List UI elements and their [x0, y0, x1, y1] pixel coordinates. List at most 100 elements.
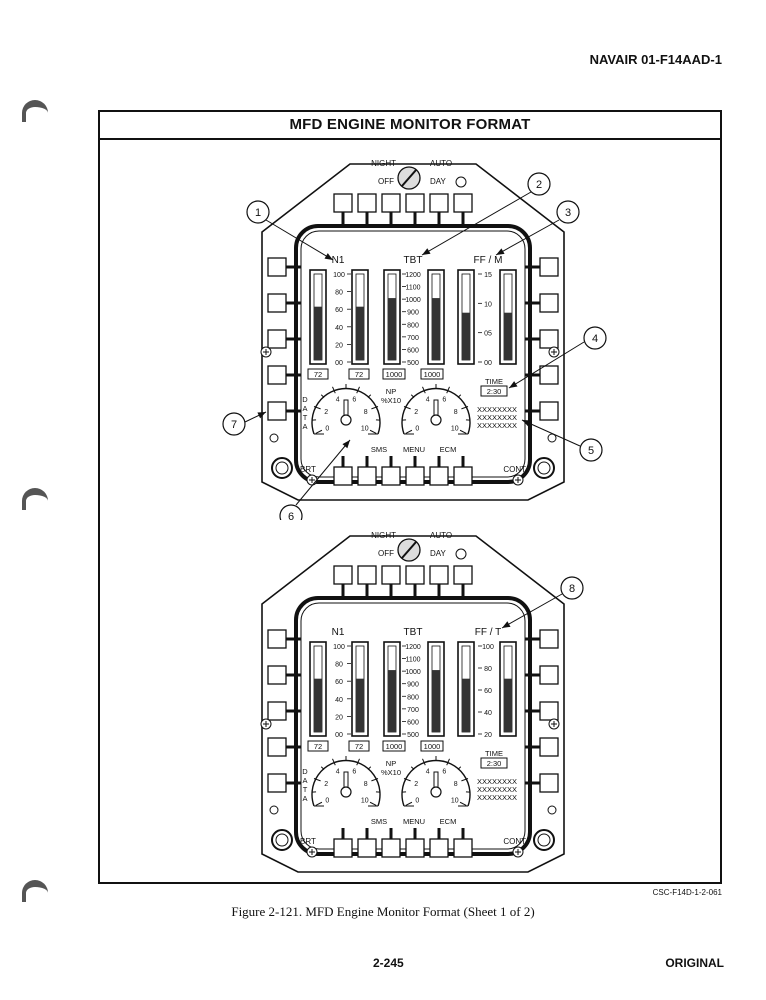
message-line: XXXXXXXX: [477, 777, 517, 786]
left-np-gauge-tick: [315, 429, 323, 434]
indicator-lamp-icon: [547, 433, 557, 443]
time-value: 2:30: [487, 759, 502, 768]
knob-pointer: [401, 169, 417, 187]
left-np-gauge-tick-label: 8: [364, 781, 368, 788]
data-label-letter: A: [302, 776, 307, 785]
callout-number-8: 8: [569, 583, 575, 595]
right-np-gauge-tick-label: 6: [442, 397, 446, 404]
brightness-knob-icon: [271, 829, 293, 851]
right-np-gauge-tick-label: 8: [454, 781, 458, 788]
scale-label: 60: [484, 688, 492, 695]
left-pushbutton: [267, 365, 287, 385]
left-np-gauge-tick: [356, 758, 360, 766]
callout-number-3: 3: [565, 207, 571, 219]
bottom-pushbutton: [429, 466, 449, 486]
sms-label: SMS: [371, 817, 387, 826]
left-np-gauge-tick-label: 6: [352, 769, 356, 776]
scale-label: 40: [335, 325, 343, 332]
time-value: 2:30: [487, 387, 502, 396]
ff-header: FF / M: [474, 255, 503, 266]
data-label-letter: T: [303, 413, 308, 422]
knob-inner: [537, 461, 551, 475]
bar-fill: [314, 306, 322, 360]
scale-label: 10: [484, 301, 492, 308]
left-np-gauge-tick: [367, 766, 372, 770]
knob-auto-label: AUTO: [430, 531, 452, 540]
right-np-gauge-tick: [457, 394, 462, 398]
top-pushbutton: [333, 193, 353, 213]
right-pushbutton: [539, 257, 559, 277]
n1-left-readout: 72: [314, 370, 322, 379]
callout-number-6: 6: [288, 511, 294, 520]
callout-number-4: 4: [592, 333, 598, 345]
data-label-letter: D: [302, 395, 308, 404]
right-pushbutton: [539, 293, 559, 313]
punch-hole-icon: [22, 100, 48, 122]
tbt-left-readout: 1000: [386, 370, 403, 379]
left-pushbutton: [267, 329, 287, 349]
right-np-gauge-tick: [403, 406, 411, 410]
punch-hole-icon: [22, 880, 48, 902]
np-label: NP: [386, 387, 396, 396]
scale-label: 600: [407, 347, 419, 354]
callout-3-leader: [495, 219, 560, 256]
brightness-knob-icon: [271, 457, 293, 479]
indicator-lamp-icon: [269, 433, 279, 443]
callout-number-7: 7: [231, 419, 237, 431]
light-sensor-icon: [455, 176, 467, 188]
callout-circle: [246, 200, 270, 224]
scale-label: 500: [407, 732, 419, 739]
cont-label: CONT: [503, 837, 526, 846]
bar-fill: [356, 678, 364, 732]
scale-label: 100: [333, 644, 345, 651]
right-np-gauge-tick: [446, 386, 450, 394]
right-np-gauge-tick: [422, 386, 426, 394]
top-pushbutton: [357, 193, 377, 213]
right-np-gauge-tick-label: 4: [426, 769, 430, 776]
callout-circle: [579, 438, 603, 462]
tbt-right-readout: 1000: [424, 742, 441, 751]
bar-fill: [356, 306, 364, 360]
message-line: XXXXXXXX: [477, 785, 517, 794]
callout-number-2: 2: [536, 179, 542, 191]
left-np-gauge-dial: [311, 759, 381, 807]
left-np-gauge-tick: [313, 778, 321, 782]
message-line: XXXXXXXX: [477, 421, 517, 430]
scale-label: 00: [484, 360, 492, 367]
brt-label: BRT: [300, 465, 316, 474]
left-np-gauge-tick: [315, 801, 323, 806]
scale-label: 1100: [405, 285, 420, 292]
right-np-gauge-tick: [405, 429, 413, 434]
scale-label: 1000: [405, 669, 421, 676]
bottom-pushbutton: [453, 838, 473, 858]
left-np-gauge-tick: [369, 801, 377, 806]
message-line: XXXXXXXX: [477, 405, 517, 414]
right-pushbutton: [539, 701, 559, 721]
data-label-letter: A: [302, 404, 307, 413]
left-np-gauge-tick: [371, 406, 379, 410]
menu-label: MENU: [403, 445, 425, 454]
right-np-gauge-tick: [410, 394, 415, 398]
scale-label: 80: [335, 290, 343, 297]
callout-7-leader-head: [257, 412, 266, 419]
knob-inner: [275, 833, 289, 847]
left-np-gauge-tick: [320, 766, 325, 770]
right-np-gauge-hub: [430, 786, 442, 798]
contrast-knob-icon: [533, 829, 555, 851]
message-line: XXXXXXXX: [477, 793, 517, 802]
mfd-housing: [261, 535, 565, 873]
left-pushbutton: [267, 629, 287, 649]
left-np-gauge-tick-label: 4: [336, 769, 340, 776]
left-np-gauge-tick: [320, 394, 325, 398]
scale-label: 800: [407, 322, 419, 329]
np-label: NP: [386, 759, 396, 768]
right-np-gauge-tick-label: 6: [442, 769, 446, 776]
callout-1-leader: [265, 219, 334, 261]
scale-label: 800: [407, 694, 419, 701]
bottom-pushbutton: [381, 466, 401, 486]
bar-fill: [504, 312, 512, 360]
left-np-gauge-hub: [340, 786, 352, 798]
figure-code: CSC-F14D-1-2-061: [652, 888, 722, 897]
n1-right-readout-box: [348, 740, 370, 752]
scale-label: 1000: [405, 297, 421, 304]
